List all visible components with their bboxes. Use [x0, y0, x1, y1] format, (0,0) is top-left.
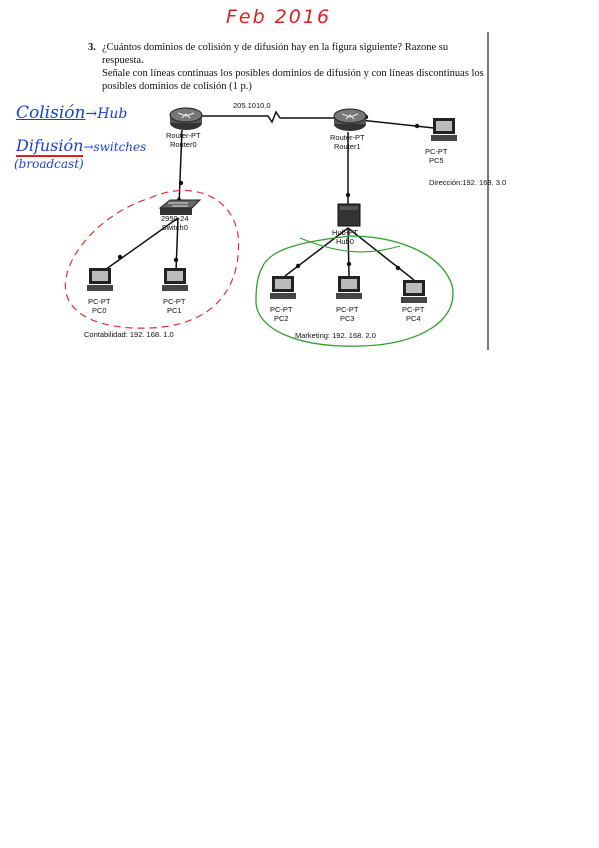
serial-link	[200, 110, 344, 124]
router1-icon	[333, 108, 367, 131]
pc4-name: PC4	[405, 314, 421, 323]
link-router1-pc5	[359, 119, 435, 129]
switch0-icon	[158, 199, 202, 215]
hub0-name: Hub0	[335, 237, 354, 246]
annotation-difusion-word: Difusión	[16, 136, 84, 157]
pc2-label: PC-PT PC2	[270, 305, 293, 323]
link-router0-switch0	[178, 129, 183, 206]
pc5-name: PC5	[428, 156, 444, 165]
hub0-label: Hub-PT Hub0	[332, 228, 358, 246]
pc5-icon	[431, 118, 457, 141]
pc1-label: PC-PT PC1	[163, 297, 186, 315]
network-marketing-label: Marketing: 192. 168. 2.0	[295, 331, 376, 340]
pc4-icon	[401, 280, 427, 303]
pc3-type: PC-PT	[336, 305, 359, 314]
pc4-type: PC-PT	[402, 305, 425, 314]
network-contabilidad-label: Contabilidad: 192. 168. 1.0	[84, 330, 174, 339]
question-line-1: ¿Cuántos dominios de colisión y de difus…	[102, 42, 449, 66]
handwritten-date: Feb 2016	[226, 6, 332, 28]
pc1-type: PC-PT	[163, 297, 186, 306]
annotation-difusion-arrow: →switches	[83, 140, 147, 154]
switch0-label: 2950-24 Switch0	[161, 214, 189, 232]
pc0-icon	[87, 268, 113, 291]
collision-domain-outline	[64, 189, 240, 329]
pc3-label: PC-PT PC3	[336, 305, 359, 323]
broadcast-domain-stroke	[299, 237, 401, 253]
router1-name: Router1	[333, 142, 361, 151]
serial-link-label: 205.1010.0	[233, 101, 271, 110]
router0-icon	[169, 107, 203, 130]
pc3-icon	[336, 276, 362, 299]
router0-type: Router-PT	[166, 131, 201, 140]
hub0-icon	[337, 203, 361, 227]
annotation-broadcast: (broadcast)	[14, 157, 84, 171]
annotation-colision-word: Colisión	[16, 103, 86, 123]
pc1-name: PC1	[166, 306, 182, 315]
link-switch0-pc1	[175, 217, 179, 273]
question-block: 3. ¿Cuántos dominios de colisión y de di…	[88, 41, 488, 93]
question-number: 3.	[88, 42, 96, 53]
link-switch0-pc0	[101, 217, 179, 273]
pc2-name: PC2	[273, 314, 289, 323]
router0-name: Router0	[169, 140, 197, 149]
pc3-name: PC3	[339, 314, 355, 323]
link-hub0-pc2	[284, 227, 349, 277]
pc0-type: PC-PT	[88, 297, 111, 306]
pc5-label: PC-PT PC5	[425, 147, 448, 165]
broadcast-domain-outline	[255, 235, 454, 347]
pc5-type: PC-PT	[425, 147, 448, 156]
network-direccion-label: Dirección:192. 168. 3.0	[429, 178, 507, 187]
annotation-colision: Colisión→Hub	[16, 103, 127, 123]
pc1-icon	[162, 268, 188, 291]
router1-label: Router-PT Router1	[330, 133, 365, 151]
router0-label: Router-PT Router0	[166, 131, 201, 149]
hub0-type: Hub-PT	[332, 228, 358, 237]
pc2-type: PC-PT	[270, 305, 293, 314]
router1-type: Router-PT	[330, 133, 365, 142]
pc2-icon	[270, 276, 296, 299]
question-line-3: posibles dominios de colisión (1 p.)	[102, 81, 252, 92]
switch0-type: 2950-24	[161, 214, 189, 223]
annotation-colision-arrow: →Hub	[85, 106, 128, 122]
switch0-name: Switch0	[161, 223, 188, 232]
annotation-difusion: Difusión→switches	[16, 136, 147, 157]
pc4-label: PC-PT PC4	[402, 305, 425, 323]
pc0-label: PC-PT PC0	[88, 297, 111, 315]
pc0-name: PC0	[91, 306, 107, 315]
question-line-2: Señale con líneas continuas los posibles…	[102, 68, 484, 79]
